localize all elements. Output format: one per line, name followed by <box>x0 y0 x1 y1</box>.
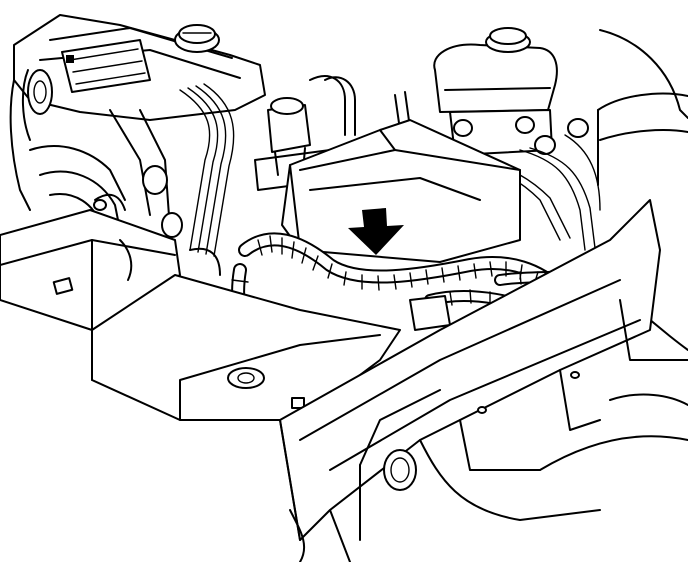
brake-master-cylinder <box>429 27 589 163</box>
left-brackets <box>93 193 221 281</box>
oil-filler-cap <box>174 24 220 53</box>
battery-tray <box>281 119 521 263</box>
engine-block <box>9 14 266 257</box>
valve-cover-logo <box>61 39 151 93</box>
radiator-support <box>0 199 688 562</box>
arrow-down-icon <box>348 208 404 255</box>
right-fender <box>539 29 688 471</box>
